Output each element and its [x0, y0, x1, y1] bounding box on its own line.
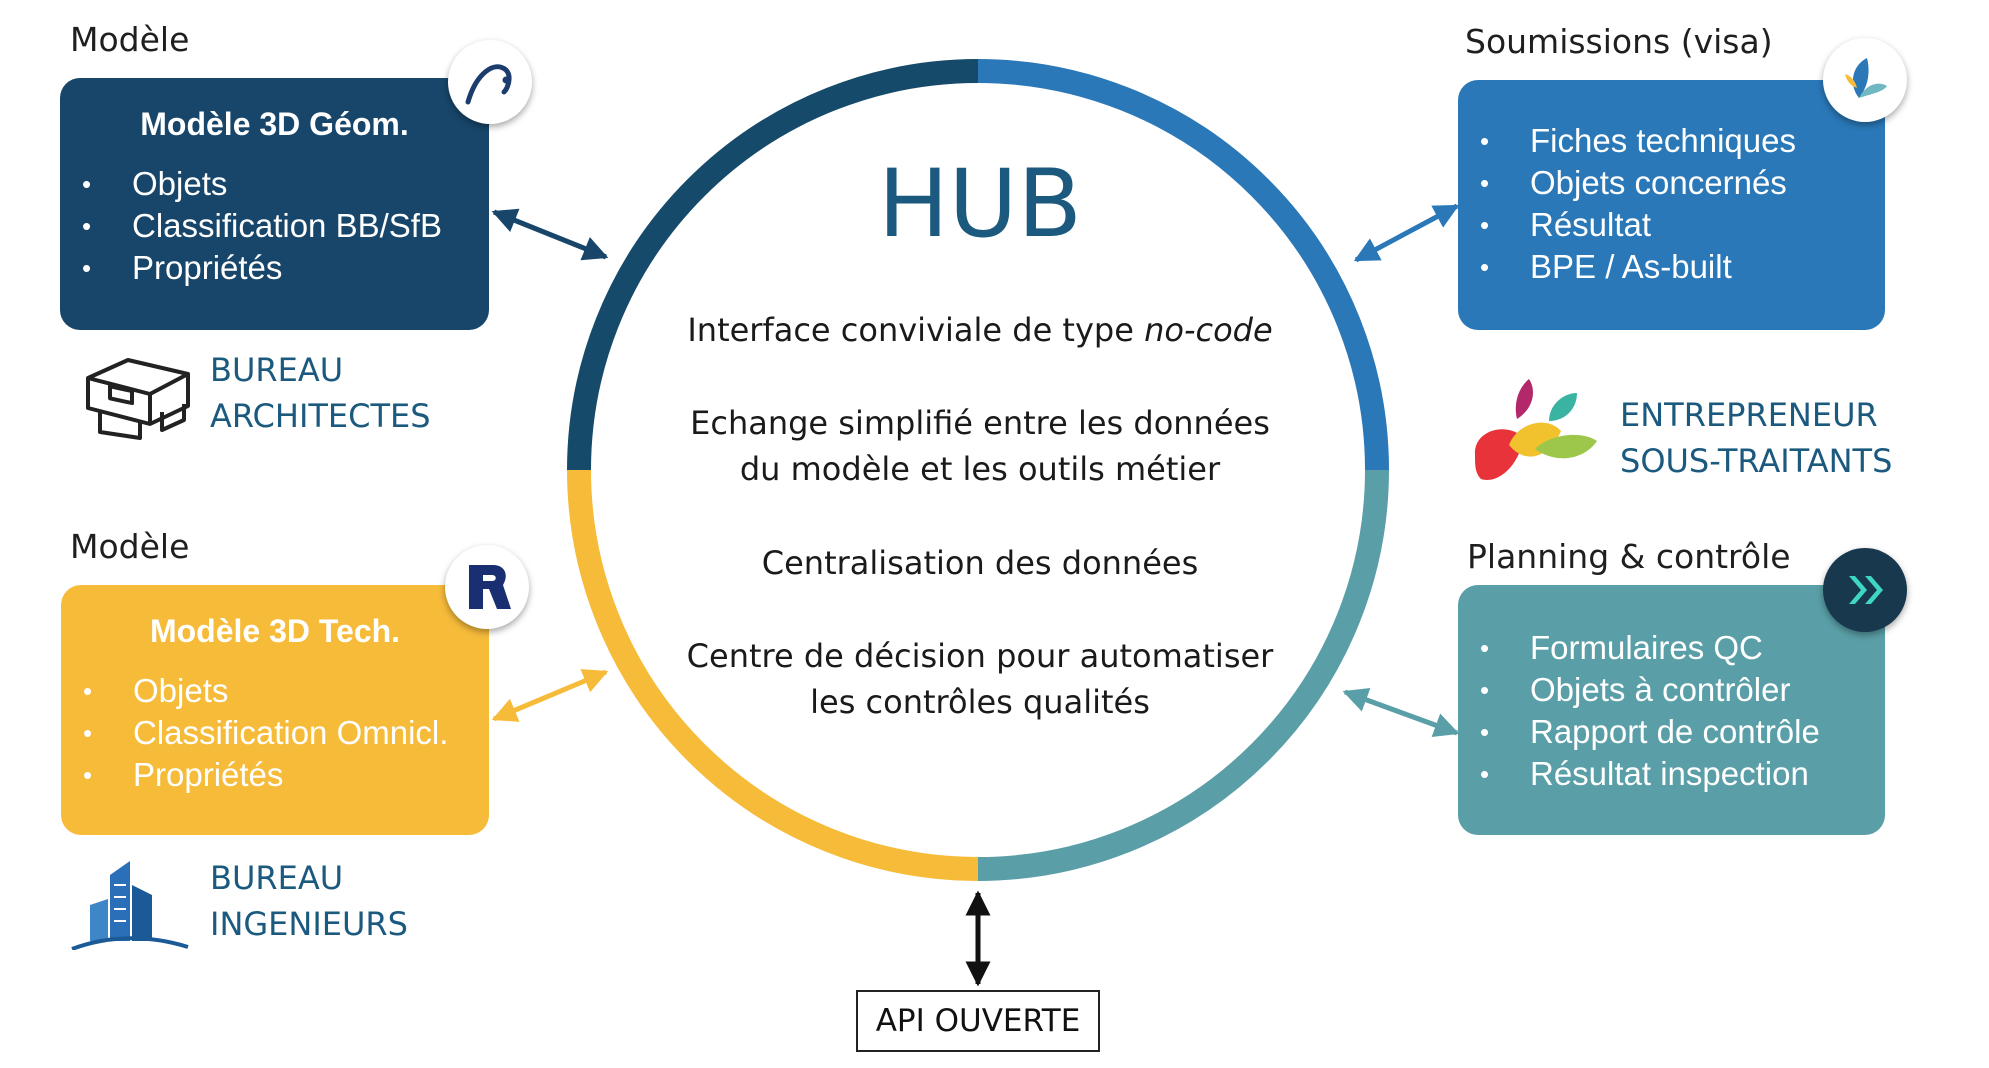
hub-feature-decision-line2: les contrôles qualités — [810, 683, 1150, 721]
list-item: Objets à contrôler — [1458, 669, 1885, 711]
list-item: Classification Omnicl. — [61, 712, 489, 754]
arrow-planning-hub — [1342, 687, 1460, 738]
engineer-org-line1: BUREAU — [210, 859, 344, 897]
api-open-box: API OUVERTE — [856, 990, 1100, 1052]
contractor-org-label: ENTREPRENEUR SOUS-TRAITANTS — [1620, 392, 1892, 484]
planning-badge — [1823, 548, 1907, 632]
hub-feature-centralization-line1: Centralisation des données — [761, 544, 1199, 582]
double-chevron-icon — [1849, 576, 1883, 604]
bottom-left-heading: Modèle — [70, 527, 190, 566]
revit-badge — [445, 545, 529, 629]
hub-ring-arc-submissions — [977, 59, 1389, 471]
contractor-org-line1: ENTREPRENEUR — [1620, 396, 1878, 434]
architect-org-line2: ARCHITECTES — [210, 397, 431, 435]
list-item: Fiches techniques — [1458, 120, 1885, 162]
planning-list: Formulaires QC Objets à contrôler Rappor… — [1458, 627, 1885, 795]
hub-feature-decision-line1: Centre de décision pour automatiser — [686, 637, 1274, 675]
hub-feature-nocode: Interface conviviale de type no-code — [620, 307, 1340, 353]
building-icon — [71, 861, 189, 950]
architect-model-box: Modèle 3D Géom. Objets Classification BB… — [60, 78, 489, 330]
list-item: Formulaires QC — [1458, 627, 1885, 669]
architect-org-label: BUREAU ARCHITECTES — [210, 347, 431, 439]
engineer-model-title: Modèle 3D Tech. — [149, 613, 401, 649]
list-item: Résultat — [1458, 204, 1885, 246]
submissions-badge — [1823, 38, 1907, 122]
architect-model-list: Objets Classification BB/SfB Propriétés — [60, 163, 489, 289]
architect-org-line1: BUREAU — [210, 351, 344, 389]
hub-ring-arc-engineering — [567, 469, 979, 881]
hub-feature-nocode-emph: no-code — [1144, 311, 1273, 349]
arrow-architect-hub — [491, 208, 609, 261]
list-item: Classification BB/SfB — [60, 205, 489, 247]
list-item: Rapport de contrôle — [1458, 711, 1885, 753]
hub-feature-centralization: Centralisation des données — [620, 540, 1340, 586]
hub-feature-exchange: Echange simplifié entre les données du m… — [620, 400, 1340, 492]
list-item: BPE / As-built — [1458, 246, 1885, 288]
submissions-box: Fiches techniques Objets concernés Résul… — [1458, 80, 1885, 330]
top-left-heading: Modèle — [70, 20, 190, 59]
arrow-engineering-hub — [491, 669, 609, 722]
hub-ring-arc-architect — [567, 59, 979, 471]
hub-feature-exchange-line1: Echange simplifié entre les données — [690, 404, 1270, 442]
house-icon — [86, 358, 190, 440]
planning-box: Formulaires QC Objets à contrôler Rappor… — [1458, 585, 1885, 835]
archicad-icon — [465, 64, 512, 105]
arrow-submissions-hub — [1353, 203, 1460, 263]
top-right-heading: Soumissions (visa) — [1465, 22, 1773, 61]
engineer-org-line2: INGENIEURS — [210, 905, 408, 943]
hub-title: HUB — [878, 150, 1082, 259]
archicad-badge — [448, 40, 532, 124]
list-item: Objets concernés — [1458, 162, 1885, 204]
engineer-model-list: Objets Classification Omnicl. Propriétés — [61, 670, 489, 796]
list-item: Propriétés — [61, 754, 489, 796]
leaf-icon — [1845, 58, 1887, 98]
list-item: Objets — [61, 670, 489, 712]
submissions-list: Fiches techniques Objets concernés Résul… — [1458, 120, 1885, 288]
revit-icon — [469, 565, 511, 609]
bottom-right-heading: Planning & contrôle — [1467, 537, 1791, 576]
hub-feature-decision: Centre de décision pour automatiser les … — [620, 633, 1340, 725]
hub-feature-nocode-text: Interface conviviale de type — [687, 311, 1145, 349]
list-item: Objets — [60, 163, 489, 205]
architect-model-title: Modèle 3D Géom. — [140, 106, 409, 142]
leaves-icon — [1474, 379, 1597, 480]
hub-ring-arc-planning — [977, 469, 1389, 881]
list-item: Propriétés — [60, 247, 489, 289]
hub-feature-exchange-line2: du modèle et les outils métier — [739, 450, 1221, 488]
engineer-org-label: BUREAU INGENIEURS — [210, 855, 408, 947]
list-item: Résultat inspection — [1458, 753, 1885, 795]
engineer-model-box: Modèle 3D Tech. Objets Classification Om… — [61, 585, 489, 835]
contractor-org-line2: SOUS-TRAITANTS — [1620, 442, 1893, 480]
